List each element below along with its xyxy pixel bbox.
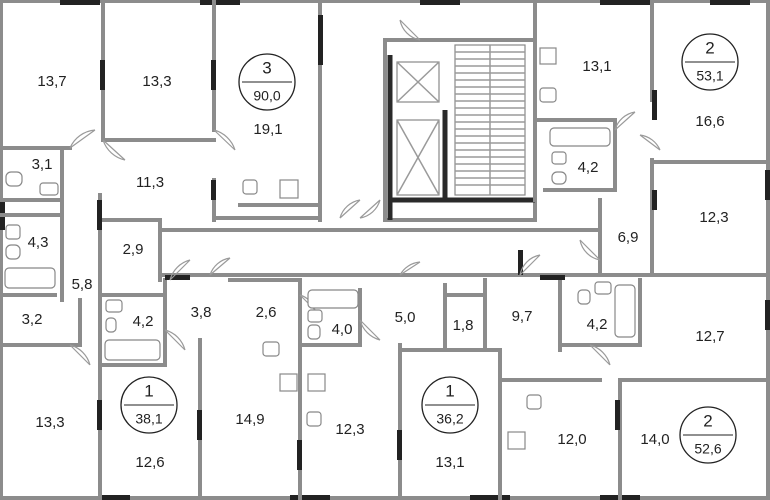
room-area-label: 14,0 xyxy=(640,431,669,448)
plumbing-fixtures xyxy=(4,87,636,427)
apartment-total-area: 53,1 xyxy=(696,68,723,84)
room-area-label: 4,2 xyxy=(578,159,599,176)
room-area-label: 2,6 xyxy=(256,304,277,321)
apartment-total-area: 38,1 xyxy=(135,411,162,427)
room-area-label: 4,2 xyxy=(133,313,154,330)
apartment-total-area: 36,2 xyxy=(436,411,463,427)
room-area-label: 16,6 xyxy=(695,113,724,130)
room-area-label: 12,7 xyxy=(695,328,724,345)
room-area-label: 13,7 xyxy=(37,73,66,90)
room-area-label: 13,3 xyxy=(142,73,171,90)
room-area-label: 5,0 xyxy=(395,309,416,326)
room-area-label: 3,1 xyxy=(32,156,53,173)
room-area-label: 1,8 xyxy=(453,317,474,334)
room-area-label: 12,3 xyxy=(335,421,364,438)
room-area-label: 2,9 xyxy=(123,241,144,258)
apartment-room-count: 2 xyxy=(703,411,712,430)
doors xyxy=(69,19,661,366)
apartment-room-count: 1 xyxy=(445,381,454,400)
apartment-room-count: 3 xyxy=(262,58,271,77)
elevator-core xyxy=(396,61,440,196)
apartment-total-area: 52,6 xyxy=(694,441,721,457)
room-area-label: 4,2 xyxy=(587,316,608,333)
staircase xyxy=(454,44,526,196)
apartment-badge-c: 1 38,1 xyxy=(120,376,178,434)
room-area-label: 4,3 xyxy=(28,234,49,251)
apartment-badge-a: 3 90,0 xyxy=(238,53,296,111)
apartment-room-count: 1 xyxy=(144,381,153,400)
room-area-label: 3,8 xyxy=(191,304,212,321)
room-area-label: 5,8 xyxy=(72,276,93,293)
apartment-room-count: 2 xyxy=(705,38,714,57)
room-area-label: 12,0 xyxy=(557,431,586,448)
apartment-badge-d: 1 36,2 xyxy=(421,376,479,434)
room-area-label: 13,3 xyxy=(35,414,64,431)
apartment-badge-b: 2 53,1 xyxy=(681,33,739,91)
room-area-label: 12,6 xyxy=(135,454,164,471)
room-area-label: 3,2 xyxy=(22,311,43,328)
apartment-badge-e: 2 52,6 xyxy=(679,406,737,464)
room-area-label: 9,7 xyxy=(512,308,533,325)
room-area-label: 13,1 xyxy=(435,454,464,471)
kitchen-stoves xyxy=(279,47,557,450)
room-labels: 13,7 13,3 19,1 11,3 3,1 4,3 2,9 5,8 3,2 … xyxy=(22,58,729,471)
room-area-label: 13,1 xyxy=(582,58,611,75)
room-area-label: 19,1 xyxy=(253,121,282,138)
wall-accents xyxy=(97,15,657,470)
room-area-label: 11,3 xyxy=(136,174,164,191)
room-area-label: 12,3 xyxy=(699,209,728,226)
apartment-total-area: 90,0 xyxy=(253,88,280,104)
room-area-label: 6,9 xyxy=(618,229,639,246)
room-area-label: 4,0 xyxy=(332,321,353,338)
room-area-label: 14,9 xyxy=(235,411,264,428)
